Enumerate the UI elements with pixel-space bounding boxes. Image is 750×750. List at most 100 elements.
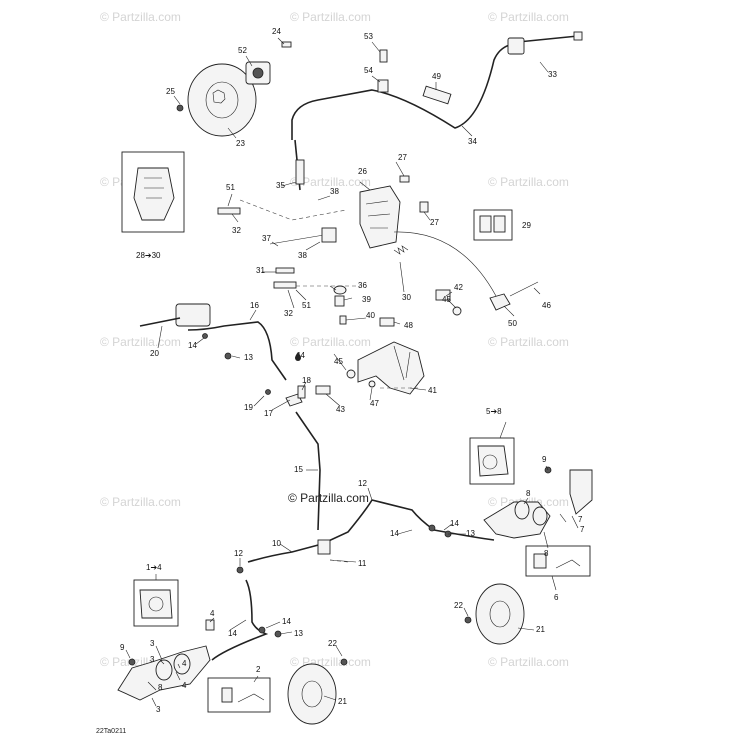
callout: 51 bbox=[302, 301, 311, 310]
piston-7 bbox=[514, 500, 530, 520]
bolt-46 bbox=[509, 281, 539, 297]
bolt-32 bbox=[273, 281, 297, 289]
fitting-18 bbox=[297, 385, 306, 399]
master-cylinder bbox=[175, 303, 211, 327]
hand-lever-20 bbox=[139, 317, 181, 327]
fitting-54 bbox=[377, 79, 389, 93]
fitting-35 bbox=[295, 159, 305, 185]
pad-29b bbox=[493, 215, 506, 233]
bolt-22 bbox=[464, 616, 472, 624]
fitting-48 bbox=[379, 317, 395, 327]
watermark-main: © Partzilla.com bbox=[288, 491, 369, 505]
screw-19 bbox=[265, 389, 271, 395]
callout: 6 bbox=[554, 593, 559, 602]
bolt-53 bbox=[379, 49, 388, 63]
bolt-27b bbox=[419, 201, 429, 213]
callout: 3 bbox=[156, 705, 161, 714]
part-42 bbox=[435, 289, 451, 301]
callout: 33 bbox=[548, 70, 557, 79]
washer-14d bbox=[428, 524, 436, 532]
callout: 8 bbox=[544, 549, 549, 558]
callout: 14 bbox=[188, 341, 197, 350]
callout: 11 bbox=[358, 559, 367, 568]
callout: 8 bbox=[526, 489, 531, 498]
watermark: © Partzilla.com bbox=[290, 335, 371, 349]
pad-2a bbox=[221, 687, 233, 703]
caliper-detail bbox=[133, 167, 175, 221]
sleeve-49 bbox=[422, 85, 452, 105]
fluid-drop-icon bbox=[295, 352, 301, 361]
callout: 3 bbox=[150, 655, 155, 664]
piston-7b bbox=[532, 506, 548, 526]
callout: 9 bbox=[120, 643, 125, 652]
callout: 28➔30 bbox=[136, 251, 161, 260]
junction-11 bbox=[317, 539, 331, 555]
callout: 51 bbox=[226, 183, 235, 192]
callout: 7 bbox=[578, 515, 583, 524]
brake-line-12 bbox=[247, 499, 495, 563]
piston-3 bbox=[155, 659, 173, 681]
callout: 53 bbox=[364, 32, 373, 41]
callout: 13 bbox=[244, 353, 253, 362]
callout: 43 bbox=[336, 405, 345, 414]
watermark: © Partzilla.com bbox=[100, 10, 181, 24]
watermark: © Partzilla.com bbox=[488, 335, 569, 349]
callout: 45 bbox=[334, 357, 343, 366]
screw-9b bbox=[128, 658, 136, 666]
watermark: © Partzilla.com bbox=[100, 335, 181, 349]
clip-50 bbox=[489, 293, 511, 311]
callout: 24 bbox=[272, 27, 281, 36]
callout: 16 bbox=[250, 301, 259, 310]
callout: 1➔4 bbox=[146, 563, 162, 572]
callout: 52 bbox=[238, 46, 247, 55]
watermark: © Partzilla.com bbox=[488, 10, 569, 24]
callout: 45 bbox=[442, 295, 451, 304]
fitting-4 bbox=[205, 619, 215, 631]
callout: 14 bbox=[282, 617, 291, 626]
caliper-26 bbox=[359, 185, 401, 249]
pad-6a bbox=[533, 553, 547, 569]
callout: 3 bbox=[150, 639, 155, 648]
callout: 18 bbox=[302, 376, 311, 385]
spring-2 bbox=[237, 693, 265, 703]
callout: 21 bbox=[536, 625, 545, 634]
callout: 22 bbox=[328, 639, 337, 648]
nut-47 bbox=[368, 380, 376, 388]
lever-bracket bbox=[507, 37, 525, 55]
callout: 50 bbox=[508, 319, 517, 328]
washer-45 bbox=[452, 306, 462, 316]
callout: 15 bbox=[294, 465, 303, 474]
callout: 21 bbox=[338, 697, 347, 706]
callout: 29 bbox=[522, 221, 531, 230]
callout: 36 bbox=[358, 281, 367, 290]
callout: 14 bbox=[228, 629, 237, 638]
bolt-31 bbox=[275, 267, 295, 274]
callout: 47 bbox=[370, 399, 379, 408]
bolt-22b bbox=[340, 658, 348, 666]
front-brake-disc bbox=[187, 63, 257, 137]
piston-3b bbox=[173, 653, 191, 675]
washer-45b bbox=[346, 369, 356, 379]
callout: 8 bbox=[158, 683, 163, 692]
callout: 2 bbox=[256, 665, 261, 674]
callout: 40 bbox=[366, 311, 375, 320]
callout: 34 bbox=[468, 137, 477, 146]
callout: 48 bbox=[404, 321, 413, 330]
spring-6 bbox=[555, 559, 581, 569]
cable-30 bbox=[393, 231, 497, 297]
spring-30 bbox=[393, 245, 409, 255]
brake-line-10 bbox=[211, 579, 269, 661]
callout: 27 bbox=[398, 153, 407, 162]
callout: 10 bbox=[272, 539, 281, 548]
callout: 32 bbox=[232, 226, 241, 235]
bolt-27a bbox=[399, 175, 410, 183]
callout: 14 bbox=[390, 529, 399, 538]
watermark: © Partzilla.com bbox=[488, 175, 569, 189]
callout: 30 bbox=[402, 293, 411, 302]
lever-tip bbox=[573, 31, 583, 41]
pin-40 bbox=[339, 315, 347, 325]
callout: 12 bbox=[234, 549, 243, 558]
callout: 27 bbox=[430, 218, 439, 227]
callout: 22 bbox=[454, 601, 463, 610]
callout: 39 bbox=[362, 295, 371, 304]
